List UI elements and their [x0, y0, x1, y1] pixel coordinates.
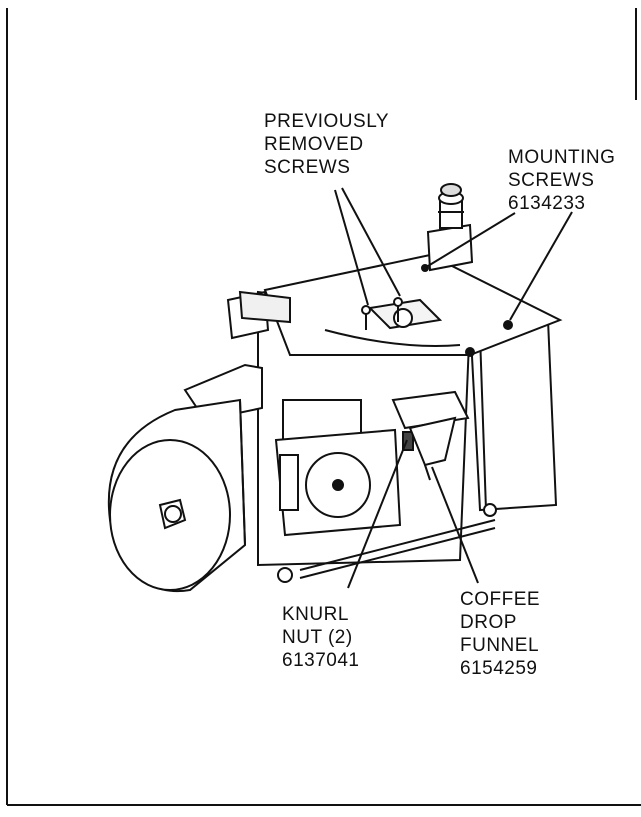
label-line: 6134233	[508, 193, 586, 214]
label-previously-removed-screws: PREVIOUSLY REMOVED SCREWS	[264, 110, 389, 179]
label-line: COFFEE	[460, 589, 541, 610]
top-plate	[263, 253, 563, 357]
leader-lines	[334, 187, 573, 589]
label-line: 6154259	[460, 658, 538, 679]
label-line: PREVIOUSLY	[264, 111, 390, 132]
coffee-drop-funnel	[391, 390, 470, 481]
label-line: DROP	[460, 612, 517, 633]
label-line: REMOVED	[264, 134, 364, 155]
label-coffee-drop-funnel: COFFEE DROP FUNNEL 6154259	[460, 588, 540, 680]
label-line: KNURL	[282, 604, 349, 625]
bottom-rod	[277, 503, 497, 583]
removed-screws	[361, 297, 403, 330]
label-knurl-nut: KNURL NUT (2) 6137041	[282, 603, 359, 672]
roll-housing	[107, 398, 247, 593]
label-mounting-screws: MOUNTING SCREWS 6134233	[508, 146, 615, 215]
page-border	[6, 8, 641, 806]
mechanism-window	[274, 399, 402, 537]
label-line: FUNNEL	[460, 635, 540, 656]
knurl-nut	[402, 431, 414, 451]
label-line: SCREWS	[264, 157, 351, 178]
label-line: NUT (2)	[282, 627, 353, 648]
top-fitting	[426, 183, 474, 272]
label-line: SCREWS	[508, 170, 595, 191]
label-line: MOUNTING	[508, 147, 616, 168]
label-line: 6137041	[282, 650, 360, 671]
